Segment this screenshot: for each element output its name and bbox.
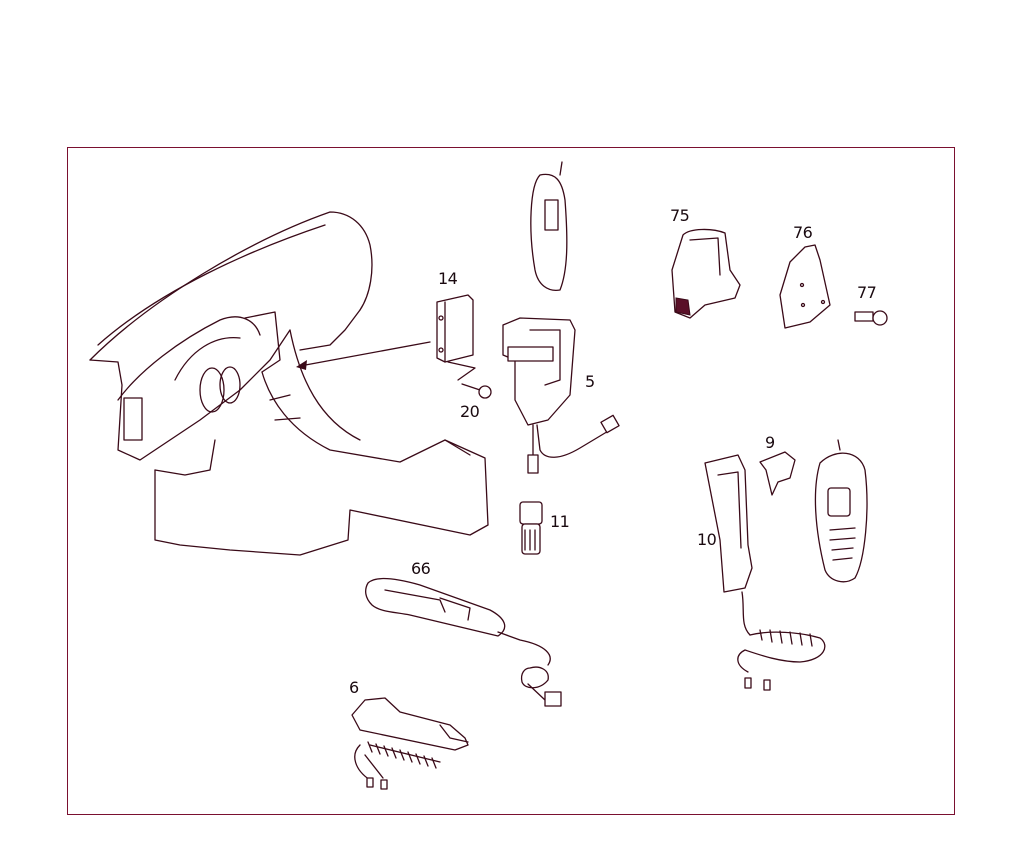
part-label-10: 10 (697, 530, 717, 549)
diagram-frame (67, 147, 955, 815)
part-label-9: 9 (765, 433, 775, 452)
part-10-cradle (704, 454, 826, 691)
part-6-holder-base (351, 697, 469, 790)
part-20-screw (447, 361, 492, 399)
part-label-6: 6 (349, 678, 359, 697)
part-77-bolt (854, 310, 888, 326)
part-label-76: 76 (793, 223, 813, 242)
part-label-66: 66 (411, 559, 431, 578)
part-label-77: 77 (857, 283, 877, 302)
part-66-handset (365, 578, 562, 707)
part-76-plate (779, 244, 831, 329)
part-75-holder-shell (671, 228, 741, 319)
part-14-bracket (436, 294, 474, 363)
part-9-clip (759, 451, 796, 496)
dashboard-illustration (89, 211, 489, 556)
part-label-14: 14 (438, 269, 458, 288)
install-arrow (299, 341, 431, 367)
phone-top (530, 161, 568, 291)
part-label-75: 75 (670, 206, 690, 225)
part-5-cradle (502, 317, 620, 474)
part-label-11: 11 (550, 512, 570, 531)
part-label-5: 5 (585, 372, 595, 391)
phone-right (814, 439, 868, 583)
part-label-20: 20 (460, 402, 480, 421)
part-11-adapter (519, 501, 543, 555)
